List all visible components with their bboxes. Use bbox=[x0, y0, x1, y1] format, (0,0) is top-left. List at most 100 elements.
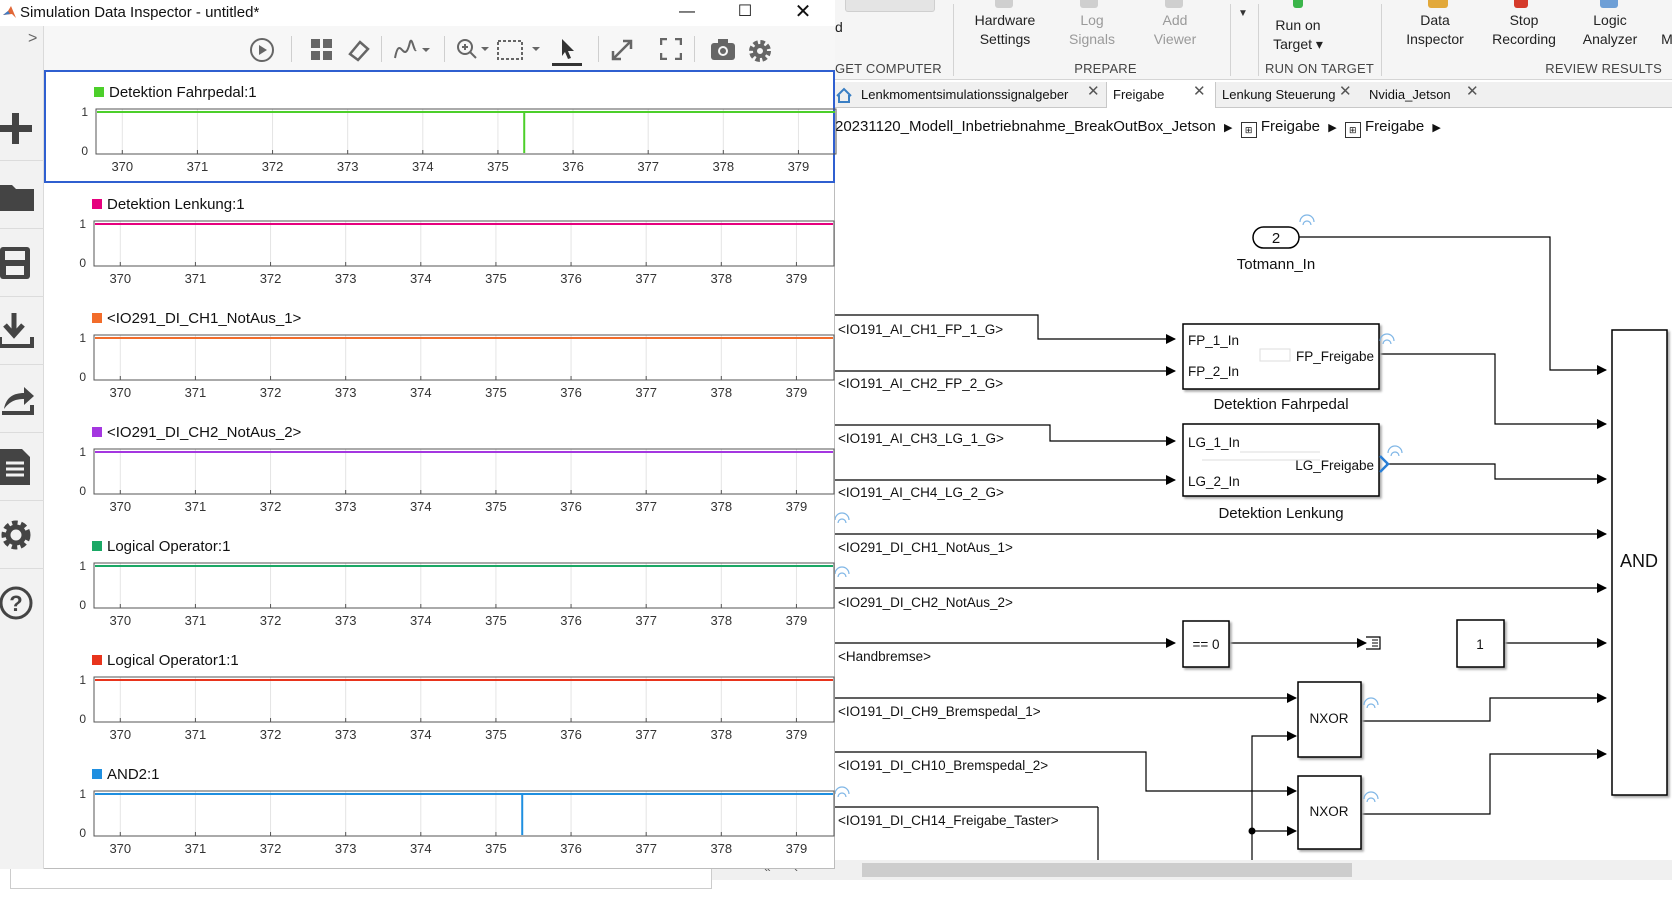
nxor-block-2[interactable]: NXOR bbox=[1297, 775, 1362, 850]
more-button[interactable]: M bbox=[1661, 31, 1672, 47]
detektion-lenkung-block[interactable]: LG_1_In LG_2_In LG_Freigabe Detektion Le… bbox=[1182, 423, 1390, 522]
model-tab-bar: Lenkmomentsimulationssignalgeber ✕ Freig… bbox=[835, 82, 1672, 108]
help-button[interactable]: ? bbox=[0, 569, 44, 637]
plot-legend[interactable]: Logical Operator1:1 bbox=[92, 652, 239, 669]
export-button[interactable] bbox=[0, 365, 44, 433]
breadcrumb-arrow-icon: ▶ bbox=[1224, 122, 1233, 134]
ribbon-group-review-results: REVIEW RESULTS bbox=[1545, 61, 1662, 76]
signal-label: <IO191_DI_CH9_Bremspedal_1> bbox=[838, 704, 1041, 719]
tab-freigabe[interactable]: Freigabe bbox=[1106, 82, 1216, 108]
signal-trace[interactable] bbox=[95, 793, 833, 835]
logic-analyzer-icon bbox=[1600, 0, 1618, 8]
gear-icon bbox=[1, 520, 31, 550]
import-button[interactable] bbox=[0, 297, 44, 365]
and-block[interactable]: AND bbox=[1611, 329, 1668, 796]
close-tab-icon[interactable]: ✕ bbox=[1193, 83, 1206, 100]
report-button[interactable] bbox=[0, 433, 44, 501]
plot-legend[interactable]: <IO291_DI_CH1_NotAus_1> bbox=[92, 310, 301, 327]
layout-icon[interactable] bbox=[310, 38, 334, 62]
new-session-button[interactable] bbox=[0, 93, 44, 161]
x-tick-label: 376 bbox=[562, 159, 584, 174]
fit-to-view-icon[interactable] bbox=[496, 38, 542, 62]
tab-lenkmomentsimulationssignalgeber[interactable]: Lenkmomentsimulationssignalgeber bbox=[861, 87, 1069, 102]
camera-icon[interactable] bbox=[710, 38, 736, 62]
ribbon-expand-chevron-icon[interactable]: ▼ bbox=[1238, 8, 1248, 19]
signal-trace[interactable] bbox=[97, 111, 835, 153]
breadcrumb-item[interactable]: Freigabe bbox=[1260, 118, 1321, 135]
gear-icon[interactable] bbox=[747, 38, 773, 64]
x-tick-label: 379 bbox=[786, 727, 808, 742]
ribbon-dropdown-fragment[interactable] bbox=[845, 0, 935, 12]
breadcrumb-root[interactable]: 20231120_Modell_Inbetriebnahme_BreakOutB… bbox=[835, 118, 1216, 135]
x-tick-label: 372 bbox=[262, 159, 284, 174]
save-button[interactable] bbox=[0, 229, 44, 297]
close-tab-icon[interactable]: ✕ bbox=[1087, 83, 1100, 100]
x-tick-label: 372 bbox=[260, 499, 282, 514]
cursor-icon[interactable] bbox=[552, 38, 582, 66]
settings-button[interactable] bbox=[0, 501, 44, 569]
replay-icon[interactable] bbox=[250, 38, 274, 62]
compare-to-zero-block[interactable]: == 0 bbox=[1182, 620, 1230, 668]
close-tab-icon[interactable]: ✕ bbox=[1339, 83, 1352, 100]
plot-legend[interactable]: <IO291_DI_CH2_NotAus_2> bbox=[92, 424, 301, 441]
scrollbar-thumb[interactable] bbox=[862, 863, 1352, 877]
x-tick-label: 370 bbox=[109, 499, 131, 514]
breadcrumb-item[interactable]: Freigabe bbox=[1365, 118, 1425, 135]
close-tab-icon[interactable]: ✕ bbox=[1466, 83, 1479, 100]
close-window-button[interactable]: ✕ bbox=[794, 1, 812, 23]
open-button[interactable] bbox=[0, 161, 44, 229]
constant-block[interactable]: 1 bbox=[1456, 619, 1505, 668]
maximize-button[interactable]: ☐ bbox=[737, 3, 753, 20]
minimize-button[interactable]: — bbox=[679, 3, 695, 20]
inport-totmann[interactable]: 2 Totmann_In bbox=[1237, 226, 1315, 273]
expand-icon[interactable] bbox=[610, 38, 634, 62]
x-tick-label: 378 bbox=[710, 271, 732, 286]
x-tick-label: 377 bbox=[635, 385, 657, 400]
axes-box bbox=[93, 334, 835, 381]
legend-label: AND2:1 bbox=[107, 766, 160, 783]
home-icon[interactable] bbox=[835, 86, 853, 104]
fullscreen-icon[interactable] bbox=[660, 38, 682, 60]
expand-pane-icon[interactable]: > bbox=[28, 30, 38, 47]
terminator-block[interactable] bbox=[1366, 636, 1381, 650]
plot-legend[interactable]: Logical Operator:1 bbox=[92, 538, 230, 555]
tab-lenkung-steuerung[interactable]: Lenkung Steuerung bbox=[1222, 87, 1336, 102]
tab-nvidia-jetson[interactable]: Nvidia_Jetson bbox=[1369, 87, 1451, 102]
plot-legend[interactable]: AND2:1 bbox=[92, 766, 160, 783]
block-label: AND bbox=[1620, 551, 1658, 571]
plot-legend[interactable]: Detektion Fahrpedal:1 bbox=[94, 84, 257, 101]
plot-legend[interactable]: Detektion Lenkung:1 bbox=[92, 196, 245, 213]
horizontal-scrollbar[interactable]: « ‹ bbox=[712, 860, 1672, 880]
zoom-in-icon[interactable] bbox=[456, 38, 490, 62]
save-icon bbox=[0, 247, 30, 279]
hardware-settings-icon bbox=[995, 0, 1013, 8]
legend-label: Detektion Lenkung:1 bbox=[107, 196, 245, 213]
eraser-icon[interactable] bbox=[346, 38, 370, 62]
detektion-fahrpedal-block[interactable]: FP_1_In FP_2_In FP_Freigabe Detektion Fa… bbox=[1182, 323, 1380, 413]
signal-style-icon[interactable] bbox=[394, 38, 432, 62]
x-tick-label: 374 bbox=[410, 271, 432, 286]
nxor-block-1[interactable]: NXOR bbox=[1297, 681, 1362, 758]
